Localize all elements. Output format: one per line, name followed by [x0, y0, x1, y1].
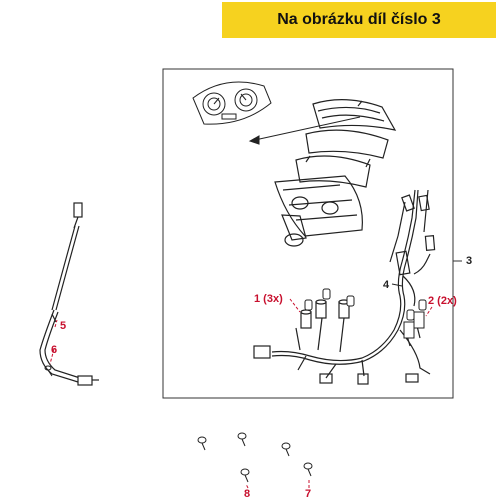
- wiring-harness: [253, 189, 436, 385]
- callout-4-leader: [391, 283, 403, 287]
- callout-2: 2 (2x): [428, 295, 457, 307]
- assembly-arrow: [248, 116, 361, 145]
- meter-housing: [295, 129, 389, 188]
- speedometer-gauge-face: [192, 81, 272, 125]
- part-number-banner: Na obrázku díl číslo 3: [222, 2, 496, 38]
- speedometer-cable: [39, 202, 99, 386]
- screw-part-6: [44, 365, 53, 377]
- callout-3: 3: [466, 255, 473, 267]
- meter-lens-cover: [312, 99, 397, 131]
- callout-1: 1 (3x): [254, 293, 283, 305]
- meter-lower-case: [274, 175, 363, 247]
- leader-lines: [49, 298, 433, 489]
- callout-7: 7: [305, 488, 312, 500]
- loose-screws: [197, 432, 313, 483]
- banner-text: Na obrázku díl číslo 3: [277, 11, 441, 28]
- bulbs-part-2: [403, 299, 427, 339]
- bulbs-part-1: [304, 288, 355, 311]
- assembly-frame: [162, 68, 454, 399]
- callout-5: 5: [60, 320, 67, 332]
- callout-4: 4: [383, 279, 390, 291]
- callout-8: 8: [244, 488, 251, 500]
- callout-6: 6: [51, 344, 58, 356]
